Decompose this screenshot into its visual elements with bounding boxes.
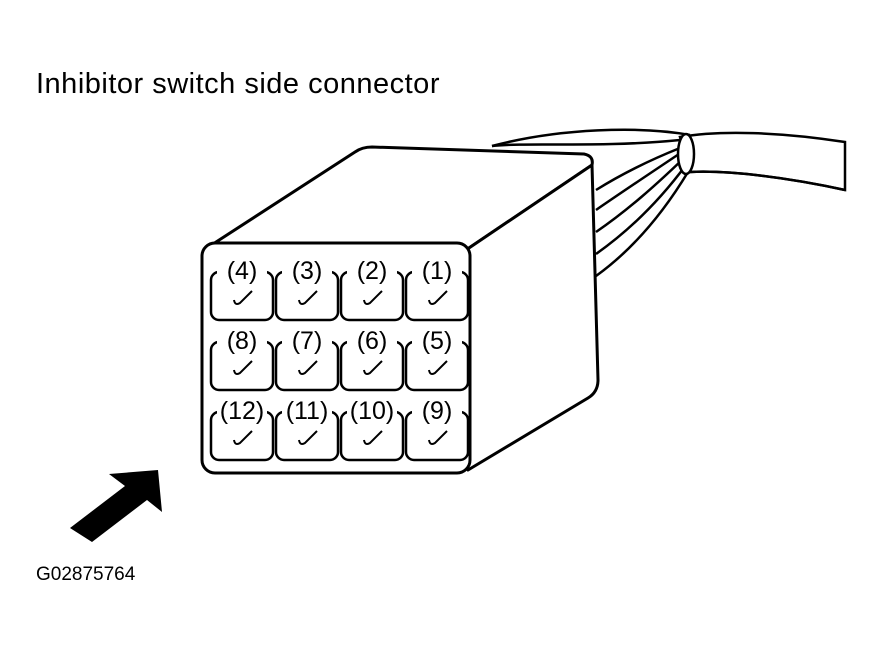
diagram-title: Inhibitor switch side connector (36, 68, 440, 100)
label-backing (282, 260, 332, 282)
contact-mark (363, 430, 383, 445)
terminal-cavity: (8) (209, 327, 275, 392)
terminal-cavity: (6) (339, 327, 405, 392)
label-backing (282, 400, 332, 422)
contact-mark (233, 290, 253, 305)
contact-mark (298, 290, 318, 305)
cable-sheath (676, 131, 847, 192)
label-backing (217, 260, 267, 282)
wire-harness (491, 128, 691, 278)
terminal-label: (12) (220, 397, 264, 425)
label-backing (347, 260, 397, 282)
figure-code: G02875764 (36, 564, 136, 585)
view-direction-arrow-icon (70, 470, 162, 542)
terminal-label: (4) (227, 257, 258, 285)
contact-mark (363, 290, 383, 305)
terminal-label: (8) (227, 327, 258, 355)
terminal-cavity: (11) (274, 397, 340, 462)
terminal-cavity: (1) (404, 257, 470, 322)
label-backing (217, 330, 267, 352)
terminal-cavity: (2) (339, 257, 405, 322)
terminal-grid: (4) (3) (2) (1) (8) (7) (6) (5) (12) (11) (10) (9) (209, 257, 470, 462)
terminal-label: (2) (357, 257, 388, 285)
contact-mark (298, 430, 318, 445)
terminal-label: (5) (422, 327, 453, 355)
label-backing (217, 400, 267, 422)
contact-mark (428, 430, 448, 445)
terminal-label: (9) (422, 397, 453, 425)
terminal-label: (11) (286, 397, 329, 425)
terminal-label: (10) (350, 397, 394, 425)
label-backing (412, 400, 462, 422)
terminal-cavity: (5) (404, 327, 470, 392)
contact-mark (298, 360, 318, 375)
terminal-cavity: (3) (274, 257, 340, 322)
terminal-label: (6) (357, 327, 388, 355)
label-backing (282, 330, 332, 352)
terminal-label: (1) (422, 257, 453, 285)
terminal-cavity: (4) (209, 257, 275, 322)
contact-mark (363, 360, 383, 375)
label-backing (412, 330, 462, 352)
label-backing (347, 330, 397, 352)
terminal-label: (3) (292, 257, 323, 285)
terminal-cavity: (12) (209, 397, 275, 462)
contact-mark (428, 290, 448, 305)
terminal-label: (7) (292, 327, 323, 355)
label-backing (347, 400, 397, 422)
contact-mark (233, 430, 253, 445)
label-backing (412, 260, 462, 282)
contact-mark (233, 360, 253, 375)
terminal-cavity: (10) (339, 397, 405, 462)
terminal-cavity: (7) (274, 327, 340, 392)
terminal-cavity: (9) (404, 397, 470, 462)
contact-mark (428, 360, 448, 375)
